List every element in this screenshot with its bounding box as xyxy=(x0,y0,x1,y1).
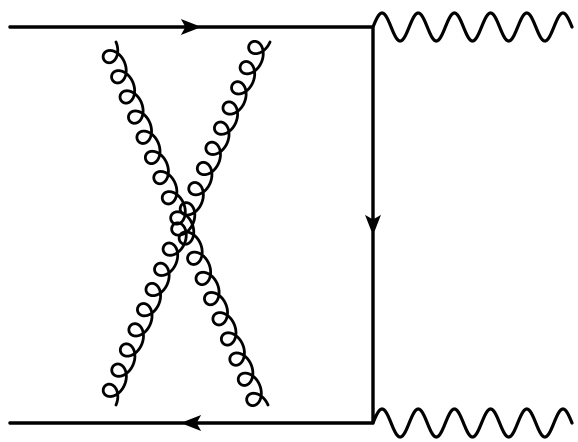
gluon-line-1 xyxy=(101,40,270,408)
photon-lines xyxy=(371,11,574,439)
arrow-down-icon xyxy=(365,214,381,236)
gluon-line-2 xyxy=(101,39,272,407)
arrow-right-icon xyxy=(180,19,202,35)
photon-line-bottom xyxy=(371,407,574,439)
gluon-lines xyxy=(101,39,272,408)
arrow-left-icon xyxy=(180,415,202,431)
photon-line-top xyxy=(371,11,574,43)
fermion-lines xyxy=(8,19,381,431)
